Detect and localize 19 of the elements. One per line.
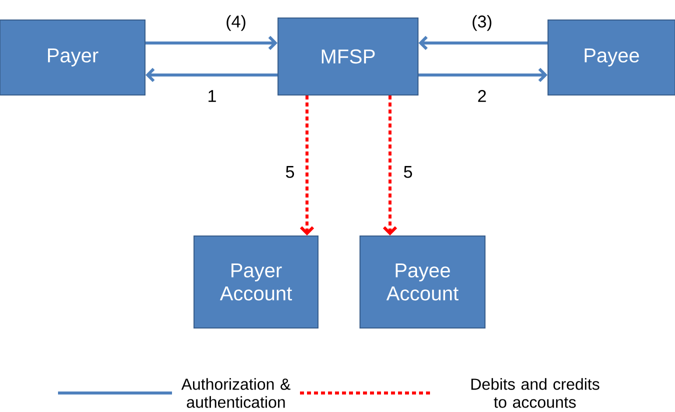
- edge-label: 1: [206, 89, 218, 103]
- process-box: Payer: [0, 20, 146, 96]
- process-box: Payee Account: [360, 236, 486, 328]
- arrow: [146, 68, 278, 82]
- arrow: [300, 96, 314, 236]
- arrow: [382, 96, 398, 236]
- edge-label: 2: [476, 89, 488, 103]
- legend-text: Authorization & authentication: [181, 378, 290, 408]
- edge-label: 5: [402, 165, 414, 179]
- edge-label: (3): [470, 14, 494, 32]
- process-box: Payer Account: [194, 236, 318, 328]
- arrow: [418, 68, 548, 82]
- edge-label: (4): [224, 14, 248, 32]
- arrow: [418, 36, 548, 50]
- process-box: MFSP: [278, 18, 418, 96]
- edge-label: 5: [284, 165, 296, 179]
- process-box: Payee: [548, 20, 675, 96]
- legend-text: Debits and credits to accounts: [471, 378, 600, 408]
- arrow: [146, 36, 278, 50]
